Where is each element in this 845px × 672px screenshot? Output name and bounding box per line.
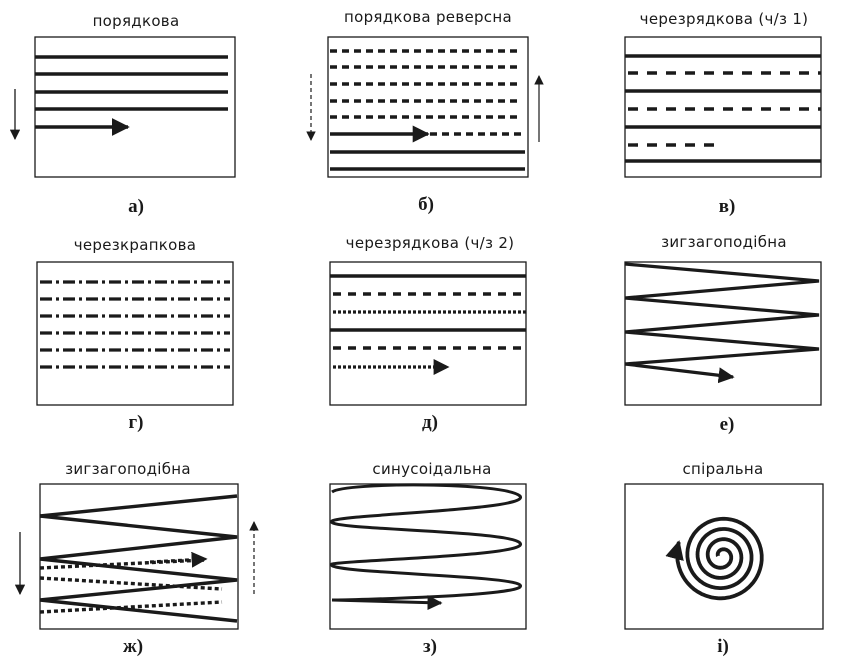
panel-b-label: б) [418,194,434,215]
panel-a-label: а) [128,196,144,217]
panel-g-title: черезкрапкова [73,236,197,254]
panel-g [36,261,234,406]
panel-z-title: синусоідальна [372,460,492,478]
panel-a-title: порядкова [92,12,180,30]
panel-zh-title: зигзагоподібна [65,460,191,478]
panel-i-title: спіральна [682,460,764,478]
panel-z-label: з) [423,636,437,657]
panel-z [329,483,527,630]
panel-b [306,36,544,178]
panel-zh-label: ж) [122,636,144,657]
panel-e [624,261,822,406]
panel-d-title: черезрядкова (ч/з 2) [345,234,515,252]
panel-zh [14,483,259,630]
panel-v-label: в) [718,196,736,217]
panel-i [624,483,824,630]
panel-i-label: і) [717,636,729,657]
panel-d-label: д) [422,412,438,433]
panel-d [329,261,527,406]
panel-e-title: зигзагоподібна [661,233,787,251]
panel-g-label: г) [128,412,144,433]
panel-a [9,36,236,178]
panel-v-title: черезрядкова (ч/з 1) [639,10,809,28]
panel-e-label: е) [719,414,735,435]
panel-b-title: порядкова реверсна [344,8,512,26]
panel-v [624,36,822,178]
